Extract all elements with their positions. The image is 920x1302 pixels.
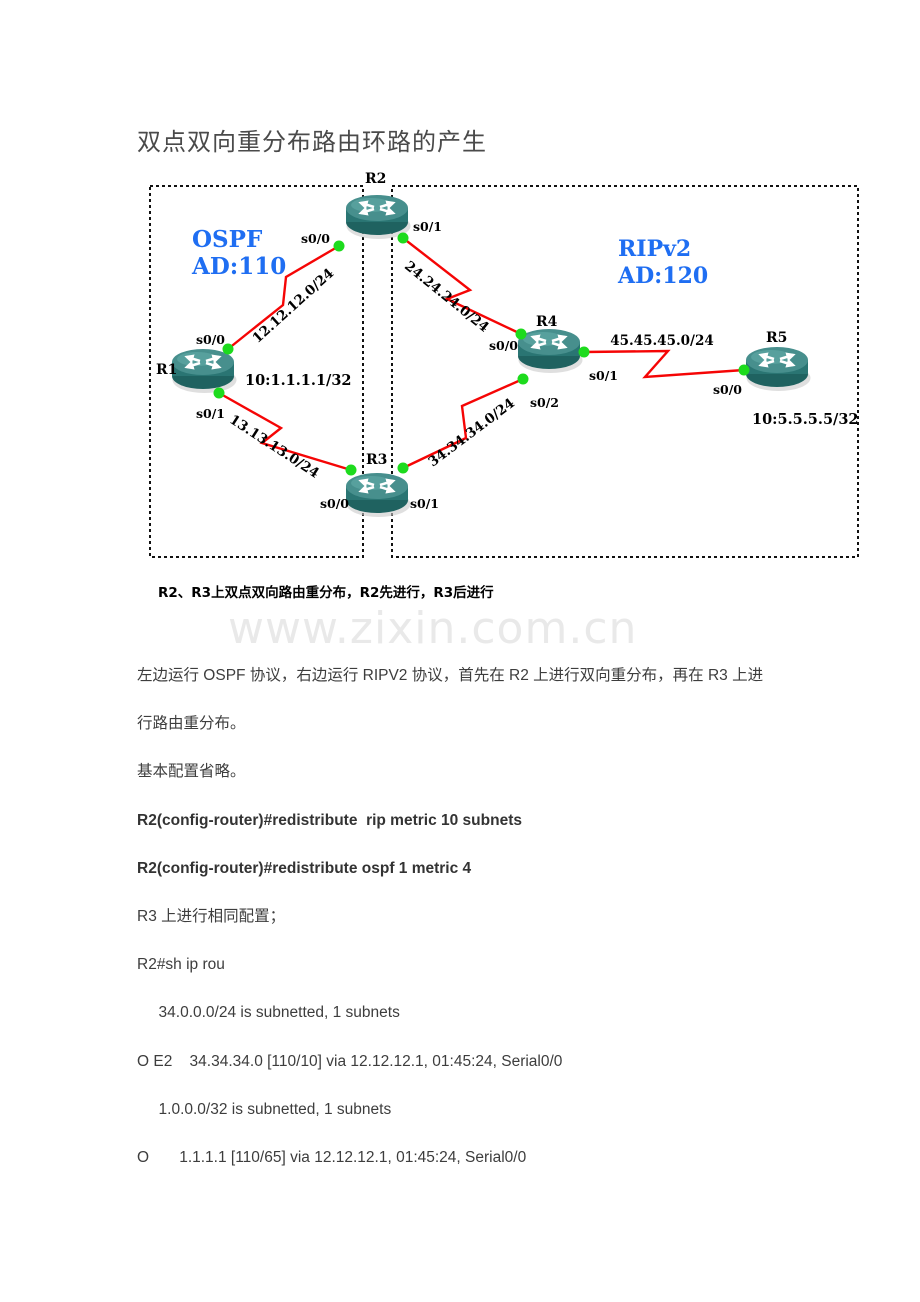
- rip-area-box: [391, 185, 859, 558]
- port-r3-s01: s0/1: [410, 496, 439, 511]
- port-r2-s01: s0/1: [413, 219, 442, 234]
- router-r5-label: R5: [766, 330, 787, 346]
- config-command-line: R2(config-router)#redistribute rip metri…: [137, 811, 522, 829]
- port-r4-s02: s0/2: [530, 395, 559, 410]
- paragraph-line: R3 上进行相同配置；: [137, 907, 286, 925]
- cli-output-line: O E2 34.34.34.0 [110/10] via 12.12.12.1,…: [137, 1052, 563, 1070]
- cli-output-line: O 1.1.1.1 [110/65] via 12.12.12.1, 01:45…: [137, 1148, 527, 1166]
- port-r5-s00: s0/0: [713, 382, 742, 397]
- router-r4-label: R4: [536, 314, 558, 330]
- cli-output-line: 34.0.0.0/24 is subnetted, 1 subnets: [137, 1004, 400, 1022]
- paragraph-line: 左边运行 OSPF 协议，右边运行 RIPV2 协议，首先在 R2 上进行双向重…: [137, 667, 764, 684]
- router-r3-label: R3: [366, 452, 387, 468]
- paragraph-line: 行路由重分布。: [137, 715, 246, 733]
- port-r4-s01: s0/1: [589, 368, 618, 383]
- config-command-line: R2(config-router)#redistribute ospf 1 me…: [137, 859, 472, 877]
- ospf-label: OSPF: [192, 226, 263, 253]
- port-dots: [213, 232, 750, 476]
- r1-loopback-label: 10:1.1.1.1/32: [245, 372, 352, 389]
- router-r2-icon: [346, 195, 411, 239]
- link-label-r2-r4: 24.24.24.0/24: [401, 258, 492, 336]
- r5-loopback-label: 10:5.5.5.5/32: [752, 411, 859, 428]
- router-r1-label: R1: [156, 362, 177, 378]
- rip-label: RIPv2: [618, 236, 691, 262]
- diagram-caption: R2、R3上双点双向路由重分布，R2先进行，R3后进行: [158, 585, 494, 601]
- link-label-r4-r5: 45.45.45.0/24: [610, 333, 714, 349]
- link-r1-r2: [227, 244, 340, 350]
- cli-output-line: R2#sh ip rou: [137, 956, 225, 974]
- router-r5-icon: [746, 347, 811, 391]
- link-label-r1-r3: 13.13.13.0/24: [226, 412, 322, 482]
- port-r1-s01: s0/1: [196, 406, 225, 421]
- watermark-text: www.zixin.com.cn: [228, 603, 638, 654]
- router-r3-icon: [346, 473, 411, 517]
- link-r3-r4: [402, 377, 524, 470]
- link-r2-r4: [402, 237, 522, 336]
- ospf-ad-label: AD:110: [191, 253, 286, 280]
- router-r4-icon: [518, 329, 583, 373]
- router-r2-label: R2: [365, 171, 386, 187]
- cli-output-line: 1.0.0.0/32 is subnetted, 1 subnets: [137, 1100, 392, 1118]
- network-topology-diagram: OSPF AD:110 RIPv2 AD:120 R1 R2 R3 R4 R5 …: [149, 171, 859, 558]
- port-r3-s00: s0/0: [320, 496, 349, 511]
- page-title: 双点双向重分布路由环路的产生: [137, 129, 487, 156]
- port-r1-s00: s0/0: [196, 332, 225, 347]
- router-r1-icon: [172, 349, 237, 393]
- paragraph-line: 基本配置省略。: [137, 763, 246, 781]
- port-r2-s00: s0/0: [301, 231, 330, 246]
- link-r4-r5: [583, 349, 745, 379]
- link-r1-r3: [218, 391, 352, 472]
- ospf-area-box: [149, 185, 364, 558]
- rip-ad-label: AD:120: [617, 263, 708, 289]
- body-text: 左边运行 OSPF 协议，右边运行 RIPV2 协议，首先在 R2 上进行双向重…: [137, 652, 837, 1182]
- link-label-r3-r4: 34.34.34.0/24: [425, 395, 517, 470]
- port-r4-s00: s0/0: [489, 338, 518, 353]
